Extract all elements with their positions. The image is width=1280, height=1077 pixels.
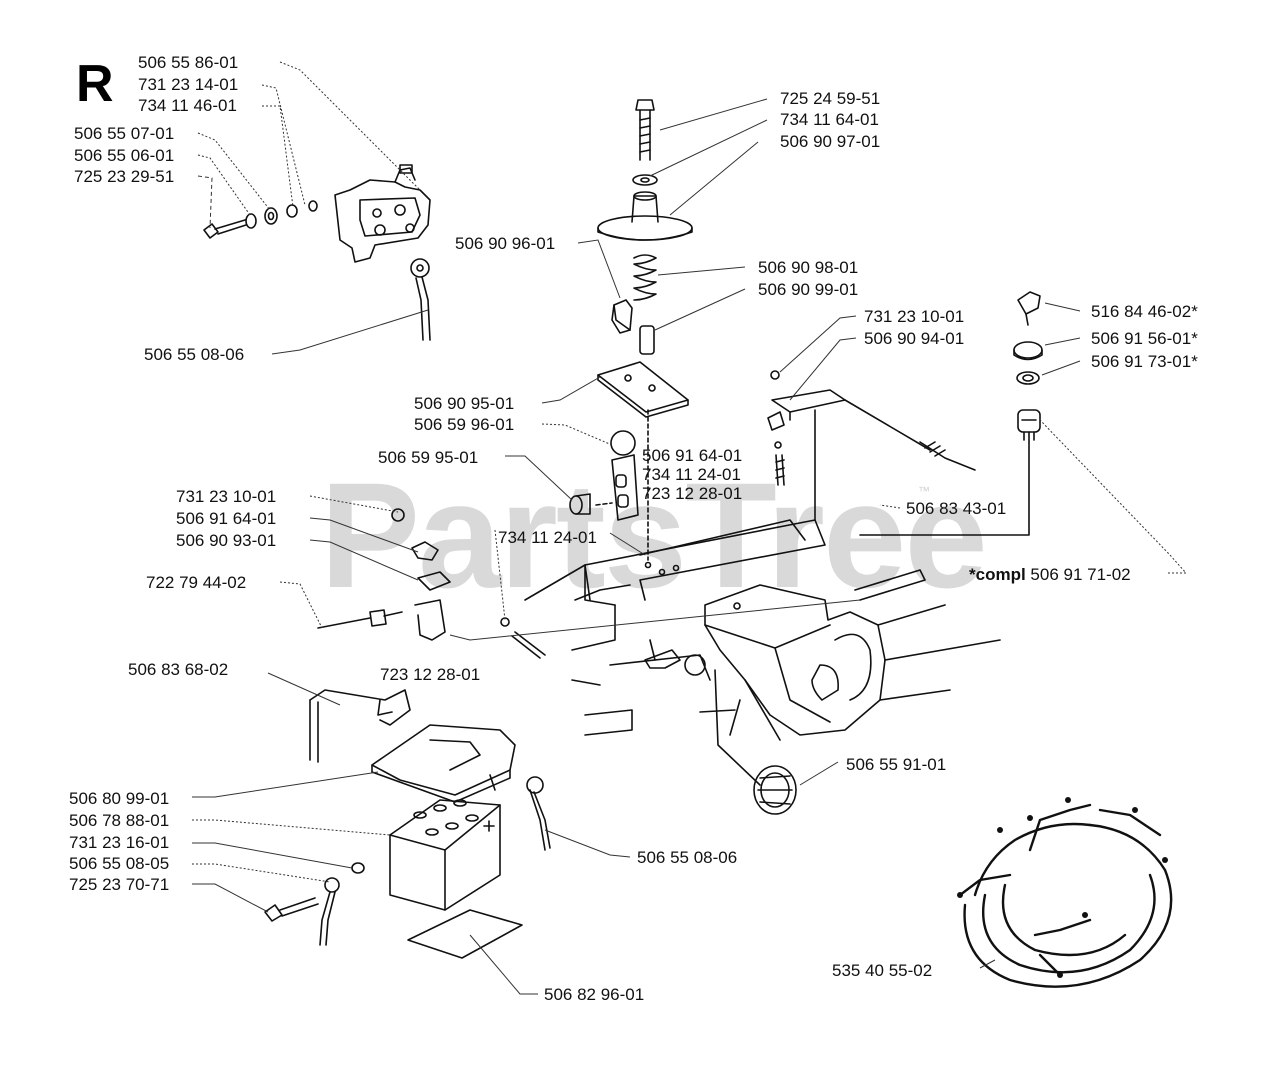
part-label-734-11-24-01-center[interactable]: 734 11 24-01 bbox=[498, 528, 597, 547]
part-label-506-80-99-01[interactable]: 506 80 99-01 bbox=[69, 789, 170, 808]
part-label-516-84-46-02[interactable]: 516 84 46-02* bbox=[1091, 302, 1198, 321]
part-label-734-11-64-01[interactable]: 734 11 64-01 bbox=[780, 110, 879, 129]
part-label-506-90-95-01[interactable]: 506 90 95-01 bbox=[414, 394, 515, 413]
part-label-506-91-64-01-right[interactable]: 506 91 64-01 bbox=[642, 446, 743, 465]
part-label-722-79-44-02[interactable]: 722 79 44-02 bbox=[146, 573, 247, 592]
part-label-506-55-91-01[interactable]: 506 55 91-01 bbox=[846, 755, 947, 774]
part-label-506-82-96-01[interactable]: 506 82 96-01 bbox=[544, 985, 645, 1004]
part-label-731-23-16-01[interactable]: 731 23 16-01 bbox=[69, 833, 170, 852]
part-label-506-59-96-01[interactable]: 506 59 96-01 bbox=[414, 415, 515, 434]
part-label-506-90-99-01[interactable]: 506 90 99-01 bbox=[758, 280, 859, 299]
part-label-506-91-56-01[interactable]: 506 91 56-01* bbox=[1091, 329, 1198, 348]
part-label-725-23-70-71[interactable]: 725 23 70-71 bbox=[69, 875, 170, 894]
center-column-drawing bbox=[569, 99, 693, 561]
part-label-506-55-08-06-bottom[interactable]: 506 55 08-06 bbox=[637, 848, 738, 867]
part-label-506-90-98-01[interactable]: 506 90 98-01 bbox=[758, 258, 859, 277]
watermark-trademark: ™ bbox=[918, 484, 930, 498]
part-label-506-55-07-01[interactable]: 506 55 07-01 bbox=[74, 124, 175, 143]
compl-prefix: *compl bbox=[969, 565, 1026, 584]
solenoid-drawing bbox=[203, 164, 431, 341]
part-label-506-55-08-06-top[interactable]: 506 55 08-06 bbox=[144, 345, 245, 364]
part-label-506-91-73-01[interactable]: 506 91 73-01* bbox=[1091, 352, 1198, 371]
part-label-506-83-68-02[interactable]: 506 83 68-02 bbox=[128, 660, 229, 679]
linkage-drawing bbox=[767, 370, 976, 521]
part-label-734-11-24-01-right[interactable]: 734 11 24-01 bbox=[642, 465, 741, 484]
part-label-506-90-93-01[interactable]: 506 90 93-01 bbox=[176, 531, 277, 550]
leader-lines bbox=[192, 61, 1188, 995]
part-label-506-91-64-01-left[interactable]: 506 91 64-01 bbox=[176, 509, 277, 528]
part-label-723-12-28-01-left[interactable]: 723 12 28-01 bbox=[380, 665, 481, 684]
part-label-506-55-86-01[interactable]: 506 55 86-01 bbox=[138, 53, 239, 72]
part-label-506-78-88-01[interactable]: 506 78 88-01 bbox=[69, 811, 170, 830]
part-label-506-59-95-01[interactable]: 506 59 95-01 bbox=[378, 448, 479, 467]
part-label-731-23-14-01[interactable]: 731 23 14-01 bbox=[138, 75, 239, 94]
ignition-switch-drawing bbox=[859, 291, 1043, 536]
part-label-506-83-43-01[interactable]: 506 83 43-01 bbox=[906, 499, 1007, 518]
part-label-734-11-46-01[interactable]: 734 11 46-01 bbox=[138, 96, 237, 115]
part-label-506-55-08-05[interactable]: 506 55 08-05 bbox=[69, 854, 170, 873]
section-letter: R bbox=[76, 55, 114, 113]
part-label-723-12-28-01-right[interactable]: 723 12 28-01 bbox=[642, 484, 743, 503]
part-label-731-23-10-01-right[interactable]: 731 23 10-01 bbox=[864, 307, 965, 326]
wiring-harness-drawing bbox=[958, 803, 1173, 988]
switch-bracket-drawing bbox=[317, 508, 546, 659]
part-label-731-23-10-01-left[interactable]: 731 23 10-01 bbox=[176, 487, 277, 506]
part-label-506-55-06-01[interactable]: 506 55 06-01 bbox=[74, 146, 175, 165]
chassis-drawing bbox=[524, 519, 1001, 815]
part-label-506-90-94-01[interactable]: 506 90 94-01 bbox=[864, 329, 965, 348]
compl-part-number: 506 91 71-02 bbox=[1030, 565, 1131, 584]
part-label-725-24-59-51[interactable]: 725 24 59-51 bbox=[780, 89, 881, 108]
part-label-506-90-96-01[interactable]: 506 90 96-01 bbox=[455, 234, 556, 253]
battery-drawing bbox=[264, 689, 551, 959]
part-label-compl-506-91-71-02[interactable]: *compl 506 91 71-02 bbox=[969, 566, 1131, 583]
part-label-725-23-29-51[interactable]: 725 23 29-51 bbox=[74, 167, 175, 186]
part-label-506-90-97-01[interactable]: 506 90 97-01 bbox=[780, 132, 881, 151]
part-label-535-40-55-02[interactable]: 535 40 55-02 bbox=[832, 961, 933, 980]
